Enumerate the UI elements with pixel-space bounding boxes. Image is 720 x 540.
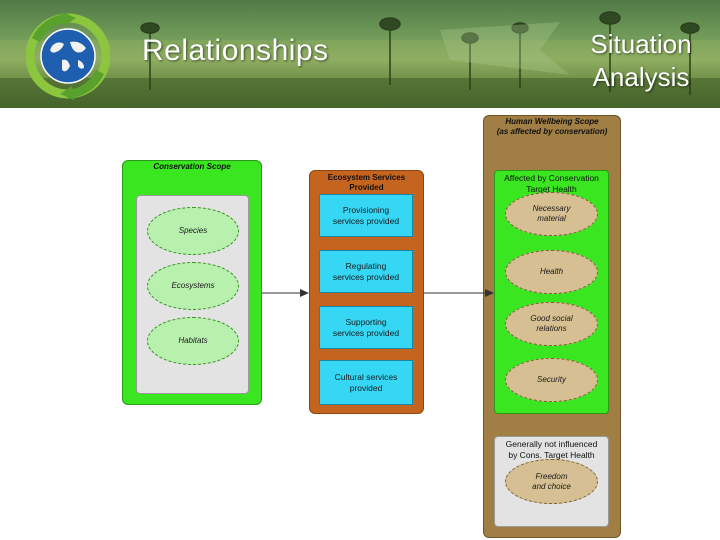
- page-title: Relationships: [142, 34, 329, 67]
- oval-label: Health: [539, 267, 564, 276]
- not-influenced-title: Generally not influenced by Cons. Target…: [494, 439, 609, 461]
- conservation-scope-title: Conservation Scope: [153, 162, 231, 171]
- wellbeing-health: Health: [505, 250, 598, 294]
- globe-recycle-icon: [26, 12, 110, 100]
- service-line: provided: [349, 382, 383, 393]
- title-line: Human Wellbeing Scope: [505, 117, 599, 126]
- subtitle-line: Situation: [590, 29, 692, 59]
- oval-line: relations: [536, 324, 567, 333]
- title-line: Generally not influenced: [505, 439, 598, 449]
- oval-line: Good social: [530, 314, 573, 323]
- title-line: by Cons. Target Health: [508, 450, 595, 460]
- wellbeing-security: Security: [505, 358, 598, 402]
- target-species: Species: [147, 207, 239, 255]
- service-line: services provided: [332, 271, 400, 282]
- service-line: Provisioning: [342, 204, 390, 215]
- oval-line: Necessary: [532, 204, 571, 213]
- title-line: Target Health: [526, 184, 577, 194]
- target-ecosystems: Ecosystems: [147, 262, 239, 310]
- header-banner: Relationships Situation Analysis: [0, 0, 720, 108]
- banner-landscape: [0, 11, 720, 108]
- oval-label: Security: [537, 375, 566, 384]
- oval-line: material: [537, 214, 566, 223]
- service-line: services provided: [332, 215, 400, 226]
- human-wellbeing-title: Human Wellbeing Scope (as affected by co…: [483, 117, 621, 137]
- service-line: Cultural services: [334, 371, 398, 382]
- oval-label: Habitats: [178, 336, 208, 345]
- title-line: (as affected by conservation): [496, 127, 608, 136]
- oval-label: Species: [178, 226, 208, 235]
- page-subtitle: Situation Analysis: [572, 28, 710, 94]
- title-line: Provided: [349, 183, 384, 192]
- arrow-conservation-to-services-head: [300, 289, 309, 297]
- target-habitats: Habitats: [147, 317, 239, 365]
- service-line: services provided: [332, 327, 400, 338]
- affected-by-conservation-title: Affected by Conservation Target Health: [494, 173, 609, 195]
- title-line: Affected by Conservation: [504, 173, 599, 183]
- service-line: Supporting: [345, 316, 387, 327]
- oval-label: Ecosystems: [171, 281, 215, 290]
- title-line: Ecosystem Services: [327, 173, 406, 182]
- oval-line: Freedom: [535, 471, 568, 481]
- service-line: Regulating: [345, 260, 387, 271]
- oval-line: and choice: [532, 481, 571, 491]
- subtitle-line: Analysis: [592, 62, 690, 92]
- ecosystem-services-title: Ecosystem Services Provided: [309, 173, 424, 193]
